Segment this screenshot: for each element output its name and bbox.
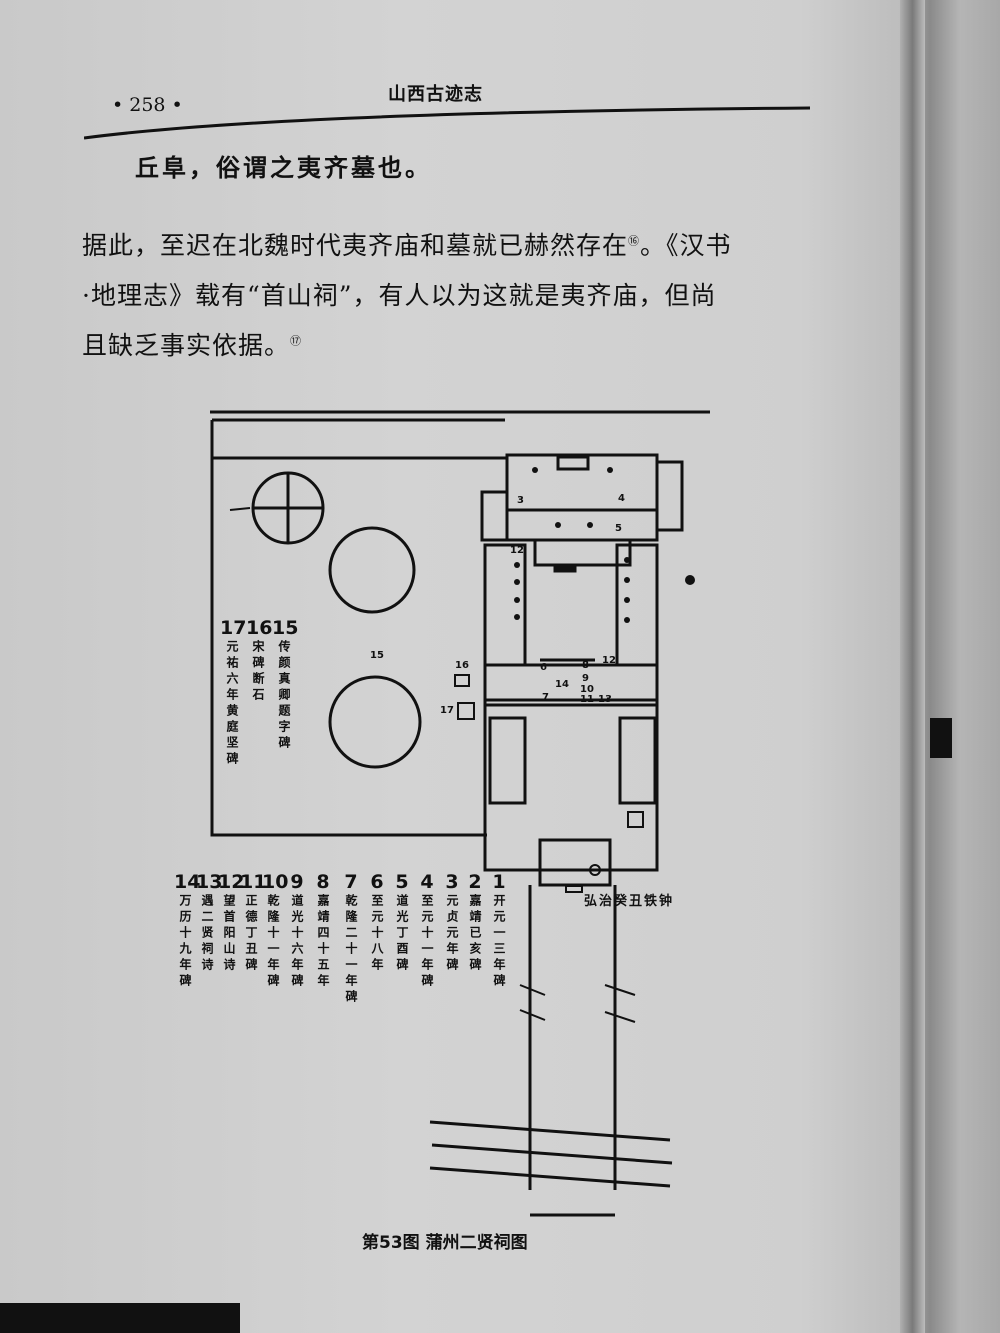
plan-mark: 13 — [598, 694, 612, 705]
body-paragraph-line-1: 据此，至迟在北魏时代夷齐庙和墓就已赫然存在⑯。《汉书 — [82, 226, 732, 262]
legend-text: 元贞元年碑 — [445, 894, 459, 974]
legend-number: 9 — [290, 871, 304, 893]
legend-number: 8 — [316, 871, 330, 893]
text: 。《汉书 — [640, 231, 732, 260]
legend-text: 至元十八年 — [370, 894, 384, 974]
body-paragraph-line-3: 且缺乏事实依据。⑰ — [82, 326, 302, 362]
body-paragraph-line-2: ·地理志》载有“首山祠”，有人以为这就是夷齐庙，但尚 — [82, 276, 717, 312]
plan-mark: 9 — [582, 673, 589, 684]
plan-mark: 7 — [542, 692, 549, 703]
plan-mark: 12 — [602, 655, 616, 666]
text: 据此，至迟在北魏时代夷齐庙和墓就已赫然存在 — [82, 231, 629, 260]
plan-mark: 10 — [580, 684, 594, 695]
courtyard — [483, 543, 659, 887]
legend-number: 7 — [344, 871, 358, 893]
legend-number: 17 — [220, 617, 247, 639]
west-compound-top — [212, 418, 507, 460]
legend-number: 2 — [468, 871, 482, 893]
plan-mark: 3 — [517, 495, 524, 506]
legend-text: 宋碑断石 — [251, 640, 265, 704]
legend-number: 16 — [246, 617, 273, 639]
legend-text: 嘉靖已亥碑 — [468, 894, 482, 974]
legend-text: 开元一三年碑 — [492, 894, 506, 990]
legend-number: 14 — [174, 871, 201, 893]
plan-mark: 4 — [618, 493, 625, 504]
legend-text: 乾隆十一年碑 — [266, 894, 280, 990]
legend-number: 10 — [262, 871, 289, 893]
plan-mark: 17 — [440, 705, 454, 716]
legend-number: 5 — [395, 871, 409, 893]
header-rule — [84, 106, 810, 140]
plan-mark: 14 — [555, 679, 569, 690]
legend-text: 道光十六年碑 — [290, 894, 304, 990]
page-number: • 258 • — [112, 94, 183, 116]
west-compound-wall — [210, 420, 487, 837]
text: 且缺乏事实依据。 — [82, 331, 291, 360]
bell-label: 弘治癸丑铁钟 — [584, 894, 675, 909]
page-fold-shadow — [900, 0, 925, 1333]
stele-16-mark — [454, 674, 470, 687]
approach-road — [429, 885, 673, 1217]
legend-text: 至元十一年碑 — [420, 894, 434, 990]
plan-mark: 16 — [455, 660, 469, 671]
legend-text: 道光丁酉碑 — [395, 894, 409, 974]
legend-text: 嘉靖四十五年 — [316, 894, 330, 990]
figure-caption: 第53图 蒲州二贤祠图 — [362, 1233, 528, 1253]
legend-text: 传颜真卿题字碑 — [277, 640, 291, 752]
footnote-ref: ⑯ — [628, 234, 641, 248]
legend-number: 12 — [218, 871, 245, 893]
legend-text: 望首阳山诗 — [222, 894, 236, 974]
legend-text: 乾隆二十一年碑 — [344, 894, 358, 1006]
legend-number: 6 — [370, 871, 384, 893]
stele-17-mark — [457, 702, 475, 720]
legend-number: 15 — [272, 617, 299, 639]
tomb-mounds — [229, 471, 422, 769]
legend-number: 13 — [196, 871, 223, 893]
plan-mark: 6 — [540, 662, 547, 673]
footnote-ref: ⑰ — [290, 334, 303, 348]
page-edge-tab — [930, 718, 952, 758]
legend-text: 遇二贤祠诗 — [200, 894, 214, 974]
legend-text: 正德丁丑碑 — [244, 894, 258, 974]
legend-number: 1 — [492, 871, 506, 893]
column-dots — [514, 467, 695, 623]
plan-mark: 12 — [510, 545, 524, 556]
legend-text: 万历十九年碑 — [178, 894, 192, 990]
plan-mark: 15 — [370, 650, 384, 661]
running-title: 山西古迹志 — [388, 84, 483, 105]
plan-mark: 11 — [580, 694, 594, 705]
text: ·地理志》载有“首山祠”，有人以为这就是夷齐庙，但尚 — [82, 281, 717, 310]
legend-number: 11 — [240, 871, 267, 893]
plan-mark: 5 — [615, 523, 622, 534]
page-bottom-edge — [0, 1303, 240, 1333]
legend-text: 元祐六年黄庭坚碑 — [225, 640, 239, 768]
plan-mark: 8 — [582, 660, 589, 671]
legend-number: 4 — [420, 871, 434, 893]
legend-number: 3 — [445, 871, 459, 893]
main-hall — [480, 453, 684, 573]
body-line-1: 丘阜，俗谓之夷齐墓也。 — [135, 153, 432, 182]
